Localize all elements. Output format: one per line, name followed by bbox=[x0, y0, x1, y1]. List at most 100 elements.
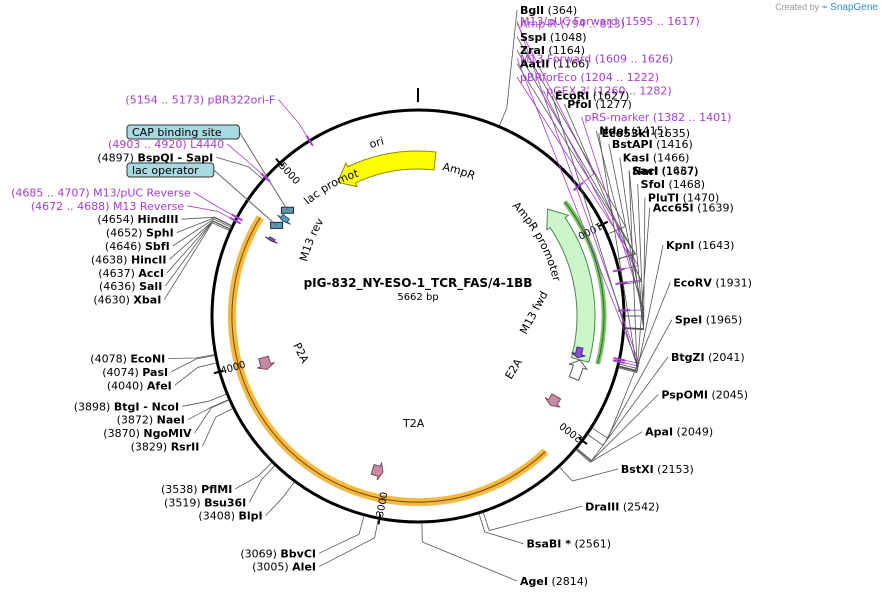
feature-label-m13-fwd[interactable]: M13 fwd bbox=[517, 289, 550, 336]
primer-marker[interactable] bbox=[231, 213, 243, 222]
primer-marker[interactable] bbox=[615, 281, 628, 286]
restriction-site-label[interactable]: DraIII (2542) bbox=[585, 500, 659, 513]
restriction-site-label[interactable]: NarI (1467) bbox=[632, 165, 698, 178]
restriction-site-label[interactable]: ZraI (1164) bbox=[520, 44, 585, 57]
restriction-site-label[interactable]: (4897) BspQI - SapI bbox=[97, 151, 213, 164]
tick-label: 2000 bbox=[558, 420, 585, 444]
restriction-site-label[interactable]: NdeI (1415) bbox=[599, 125, 668, 138]
site-leader bbox=[499, 9, 518, 126]
primer-marker[interactable] bbox=[572, 181, 584, 192]
ori-arrow[interactable] bbox=[337, 150, 437, 188]
primer-leader bbox=[226, 143, 266, 178]
restriction-site-label[interactable]: SspI (1048) bbox=[520, 31, 587, 44]
restriction-site-label[interactable]: BsaBI * (2561) bbox=[527, 538, 612, 551]
restriction-site-label[interactable]: EcoRV (1931) bbox=[673, 276, 752, 289]
restriction-site-label[interactable]: (4646) SbfI bbox=[105, 240, 170, 253]
site-leader bbox=[170, 355, 215, 373]
restriction-site-label[interactable]: (4078) EcoNI bbox=[90, 352, 165, 365]
m13-rev-arrow[interactable] bbox=[265, 236, 278, 244]
restriction-site-label[interactable]: BstXI (2153) bbox=[621, 463, 694, 476]
feature-label-t2a[interactable]: T2A bbox=[402, 417, 425, 430]
restriction-site-label[interactable]: PluTI (1470) bbox=[648, 192, 719, 205]
primer-label[interactable]: pRS-marker (1382 .. 1401) bbox=[585, 111, 732, 124]
feature-box-lac-operator[interactable] bbox=[126, 162, 215, 178]
e2a-arrow[interactable] bbox=[544, 393, 562, 408]
restriction-site-label[interactable]: (3898) BtgI - NcoI bbox=[74, 400, 179, 413]
primer-label[interactable]: (4672 .. 4688) M13 Reverse bbox=[31, 200, 184, 213]
restriction-site-label[interactable]: SfoI (1468) bbox=[641, 178, 705, 191]
m13-fwd-arrow[interactable] bbox=[571, 346, 586, 359]
restriction-site-label[interactable]: (3408) BlpI bbox=[198, 510, 262, 523]
restriction-site-label[interactable]: KasI (1466) bbox=[623, 151, 690, 164]
restriction-site-label[interactable]: PspOMI (2045) bbox=[661, 388, 748, 401]
restriction-site-label[interactable]: AatII (1166) bbox=[520, 58, 589, 71]
site-leader bbox=[516, 63, 637, 260]
feature-label-p2a[interactable]: P2A bbox=[290, 341, 311, 366]
primer-label[interactable]: (4685 .. 4707) M13/pUC Reverse bbox=[11, 186, 191, 199]
site-leader bbox=[559, 466, 619, 482]
plasmid-size: 5662 bp bbox=[397, 292, 438, 303]
restriction-site-label[interactable]: KpnI (1643) bbox=[666, 239, 734, 252]
site-leader bbox=[187, 399, 229, 421]
restriction-site-label[interactable]: (3870) NgoMIV bbox=[103, 427, 192, 440]
primer-label[interactable]: M13 Forward (1609 .. 1626) bbox=[520, 52, 673, 65]
primer-label[interactable]: (4903 .. 4920) L4440 bbox=[108, 138, 224, 151]
site-leader bbox=[176, 217, 232, 233]
restriction-site-label[interactable]: (4652) SphI bbox=[106, 227, 174, 240]
restriction-site-label[interactable]: PfoI (1277) bbox=[567, 98, 632, 111]
restriction-site-label[interactable]: (4040) AfeI bbox=[107, 379, 172, 392]
ampr-arrow[interactable] bbox=[546, 208, 596, 363]
primer-label[interactable]: pGEX 3' (1260 .. 1282) bbox=[546, 84, 672, 97]
site-leader bbox=[575, 431, 643, 463]
restriction-site-label[interactable]: SpeI (1965) bbox=[675, 314, 742, 327]
primer-marker[interactable] bbox=[260, 172, 271, 183]
feature-box-label-cap-binding-site: CAP binding site bbox=[132, 126, 222, 139]
lac-promoter-arrow[interactable] bbox=[277, 213, 291, 225]
restriction-site-label[interactable]: BtgZI (2041) bbox=[671, 351, 745, 364]
restriction-site-label[interactable]: ApaI (2049) bbox=[645, 426, 713, 439]
restriction-site-label[interactable]: (3519) Bsu36I bbox=[164, 496, 246, 509]
restriction-site-label[interactable]: (3005) AleI bbox=[252, 561, 316, 574]
restriction-site-label[interactable]: (4636) SalI bbox=[99, 280, 162, 293]
p2a-arrow[interactable] bbox=[257, 355, 275, 370]
restriction-site-label[interactable]: (3829) RsrII bbox=[131, 440, 200, 453]
primer-label[interactable]: (5154 .. 5173) pBR322ori-F bbox=[125, 93, 275, 106]
restriction-site-label[interactable]: (3538) PflMI bbox=[161, 483, 232, 496]
primer-marker[interactable] bbox=[229, 217, 242, 225]
restriction-site-label[interactable]: (4654) HindIII bbox=[97, 213, 178, 226]
primer-marker[interactable] bbox=[612, 267, 625, 273]
restriction-site-label[interactable]: (3069) BbvCI bbox=[240, 547, 316, 560]
primer-leader bbox=[516, 76, 639, 271]
feature-label-m13-rev[interactable]: M13 rev bbox=[297, 215, 327, 262]
restriction-site-label[interactable]: EcoRI (1627) bbox=[555, 90, 629, 103]
restriction-site-label[interactable]: (3872) NaeI bbox=[117, 414, 185, 427]
restriction-site-label[interactable]: BstAPI (1416) bbox=[612, 138, 693, 151]
primer-label[interactable]: pBRforEco (1204 .. 1222) bbox=[520, 71, 659, 84]
feature-label-e2a[interactable]: E2A bbox=[503, 356, 526, 382]
site-leader bbox=[164, 220, 231, 287]
t2a-arrow[interactable] bbox=[370, 462, 384, 481]
feature-box-cap-binding-site[interactable] bbox=[126, 124, 240, 140]
restriction-site-label[interactable]: Acc65I (1639) bbox=[653, 202, 734, 215]
site-leader bbox=[265, 481, 295, 516]
feature-label-ampr[interactable]: AmpR bbox=[441, 160, 477, 183]
feature-label-ori[interactable]: ori bbox=[368, 135, 386, 152]
primer-marker[interactable] bbox=[613, 356, 626, 362]
coding-region-arc[interactable] bbox=[227, 215, 549, 507]
restriction-site-label[interactable]: Eco53kI (1635) bbox=[602, 127, 690, 140]
primer-label[interactable]: Amp-R (794 .. 813) bbox=[520, 17, 625, 30]
ampr-promoter-arrow[interactable] bbox=[568, 359, 589, 382]
primer-marker[interactable] bbox=[612, 359, 625, 364]
restriction-site-label[interactable]: (4637) AccI bbox=[98, 267, 164, 280]
primer-marker[interactable] bbox=[305, 135, 314, 147]
site-leader bbox=[202, 408, 233, 447]
restriction-site-label[interactable]: BglI (364) bbox=[520, 4, 577, 17]
restriction-site-label[interactable]: (4074) PasI bbox=[102, 366, 168, 379]
restriction-site-label[interactable]: (4638) HincII bbox=[91, 253, 167, 266]
primer-label[interactable]: M13/pUC Forward (1595 .. 1617) bbox=[520, 15, 700, 28]
restriction-site-label[interactable]: SacI (1637) bbox=[632, 164, 698, 177]
restriction-site-label[interactable]: AgeI (2814) bbox=[520, 575, 588, 588]
restriction-site-label[interactable]: (4630) XbaI bbox=[93, 294, 161, 307]
tick-mark bbox=[275, 158, 284, 167]
